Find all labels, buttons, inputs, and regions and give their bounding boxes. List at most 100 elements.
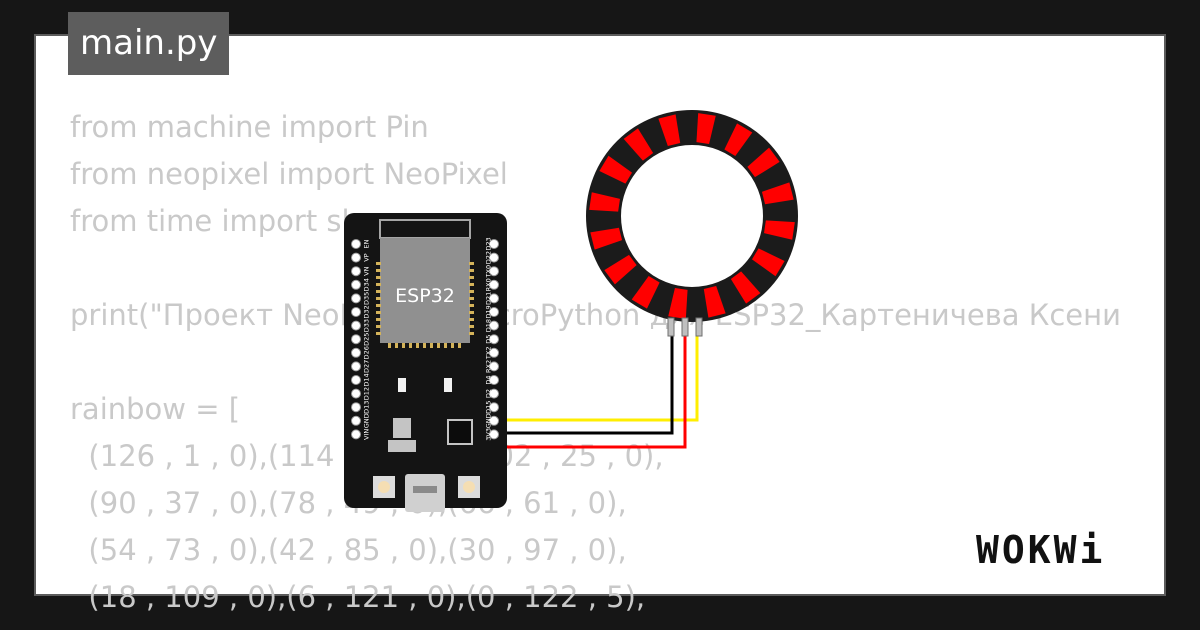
pin-label: 3V3: [485, 428, 493, 441]
right-pin-header: D23D22TX0RX0D21D19D18D5TX2RX2D4D2D15GND3…: [485, 237, 499, 441]
module-leg: [376, 283, 381, 286]
module-leg: [469, 332, 474, 335]
usb-port-slot: [413, 486, 437, 493]
pin-d2[interactable]: [489, 388, 499, 399]
module-leg: [469, 318, 474, 321]
neopixel-led: [761, 182, 794, 205]
module-leg: [395, 343, 398, 348]
pin-label: RX0: [485, 278, 493, 291]
wire-power: [497, 335, 687, 449]
pin-d32[interactable]: [351, 307, 361, 317]
en-button-cap: [463, 481, 475, 493]
module-legs: [376, 262, 474, 348]
code-line: (54 , 73 , 0),(42 , 85 , 0),(30 , 97 , 0…: [70, 533, 627, 567]
module-leg: [469, 311, 474, 314]
file-tab[interactable]: main.py: [68, 12, 230, 75]
pin-label: D13: [363, 401, 371, 414]
pin-label: D22: [485, 251, 493, 264]
module-leg: [376, 262, 381, 265]
neopixel-led: [658, 114, 681, 147]
module-leg: [416, 343, 419, 348]
pin-tx0[interactable]: [489, 266, 499, 277]
pin-d34[interactable]: [351, 279, 361, 290]
pin-d13[interactable]: [351, 402, 361, 413]
pin-label: VP: [363, 253, 371, 261]
pin-label: D34: [363, 278, 371, 291]
pin-gnd[interactable]: [351, 415, 361, 426]
pin-rx0[interactable]: [489, 279, 499, 290]
esp32-board[interactable]: ESP32 ENVPVND34D35D32D33D25D26D27D14D12D…: [344, 213, 507, 512]
pin-en[interactable]: [351, 239, 361, 249]
pin-d12[interactable]: [351, 388, 361, 399]
code-line: rainbow = [: [70, 392, 241, 426]
pin-rx2[interactable]: [489, 361, 499, 372]
pin-d26[interactable]: [351, 347, 361, 358]
neopixel-led: [747, 147, 780, 178]
pin-gnd[interactable]: [489, 415, 499, 426]
neopixel-led: [703, 285, 726, 318]
pin-d21[interactable]: [489, 293, 499, 304]
pin-label: D23: [485, 237, 493, 250]
pin-vn[interactable]: [351, 266, 361, 277]
neopixel-led: [623, 128, 654, 161]
module-leg: [469, 276, 474, 279]
pin-label: D32: [363, 305, 371, 318]
wire-ground: [497, 335, 674, 435]
pin-d33[interactable]: [351, 320, 361, 331]
module-leg: [376, 318, 381, 321]
pin-d14[interactable]: [351, 375, 361, 385]
pin-label: RX2: [485, 360, 493, 373]
module-leg: [376, 325, 381, 328]
pin-label: VIN: [363, 429, 371, 440]
neopixel-led: [631, 275, 660, 309]
module-leg: [469, 290, 474, 293]
pin-d18[interactable]: [489, 320, 499, 331]
module-leg: [376, 304, 381, 307]
wires: [497, 335, 699, 449]
regulator: [393, 418, 411, 438]
neopixel-led: [730, 271, 761, 304]
pin-tx2[interactable]: [489, 347, 499, 358]
module-leg: [376, 290, 381, 293]
pin-d5[interactable]: [489, 334, 499, 345]
module-leg: [376, 297, 381, 300]
module-leg: [458, 343, 461, 348]
module-leg: [451, 343, 454, 348]
neopixel-led: [724, 123, 753, 157]
pin-d19[interactable]: [489, 307, 499, 317]
pin-d27[interactable]: [351, 361, 361, 372]
module-leg: [430, 343, 433, 348]
pin-vin[interactable]: [351, 429, 361, 440]
ring-pins: [667, 317, 703, 337]
module-leg: [469, 325, 474, 328]
module-leg: [469, 304, 474, 307]
boot-button-cap: [378, 481, 390, 493]
pin-label: D14: [363, 373, 371, 386]
module-leg: [469, 297, 474, 300]
pin-label: TX0: [485, 265, 493, 279]
neopixel-ring[interactable]: [586, 110, 798, 322]
pin-label: GND: [363, 413, 371, 428]
pin-label: D25: [363, 333, 371, 346]
pin-label: GND: [485, 413, 493, 428]
pin-d4[interactable]: [489, 375, 499, 385]
module-leg: [469, 283, 474, 286]
pin-label: D26: [363, 346, 371, 359]
pin-d25[interactable]: [351, 334, 361, 345]
pin-vp[interactable]: [351, 252, 361, 263]
module-leg: [469, 269, 474, 272]
pin-d22[interactable]: [489, 252, 499, 263]
module-leg: [423, 343, 426, 348]
pin-d15[interactable]: [489, 402, 499, 413]
module-leg: [376, 276, 381, 279]
regulator-tab: [388, 440, 416, 452]
pin-3v3[interactable]: [489, 429, 499, 440]
pin-label: EN: [363, 239, 371, 248]
led-pad: [398, 378, 406, 392]
pin-label: D2: [485, 389, 493, 398]
module-leg: [376, 311, 381, 314]
pin-label: D35: [363, 292, 371, 305]
pin-d35[interactable]: [351, 293, 361, 304]
pin-d23[interactable]: [489, 239, 499, 249]
